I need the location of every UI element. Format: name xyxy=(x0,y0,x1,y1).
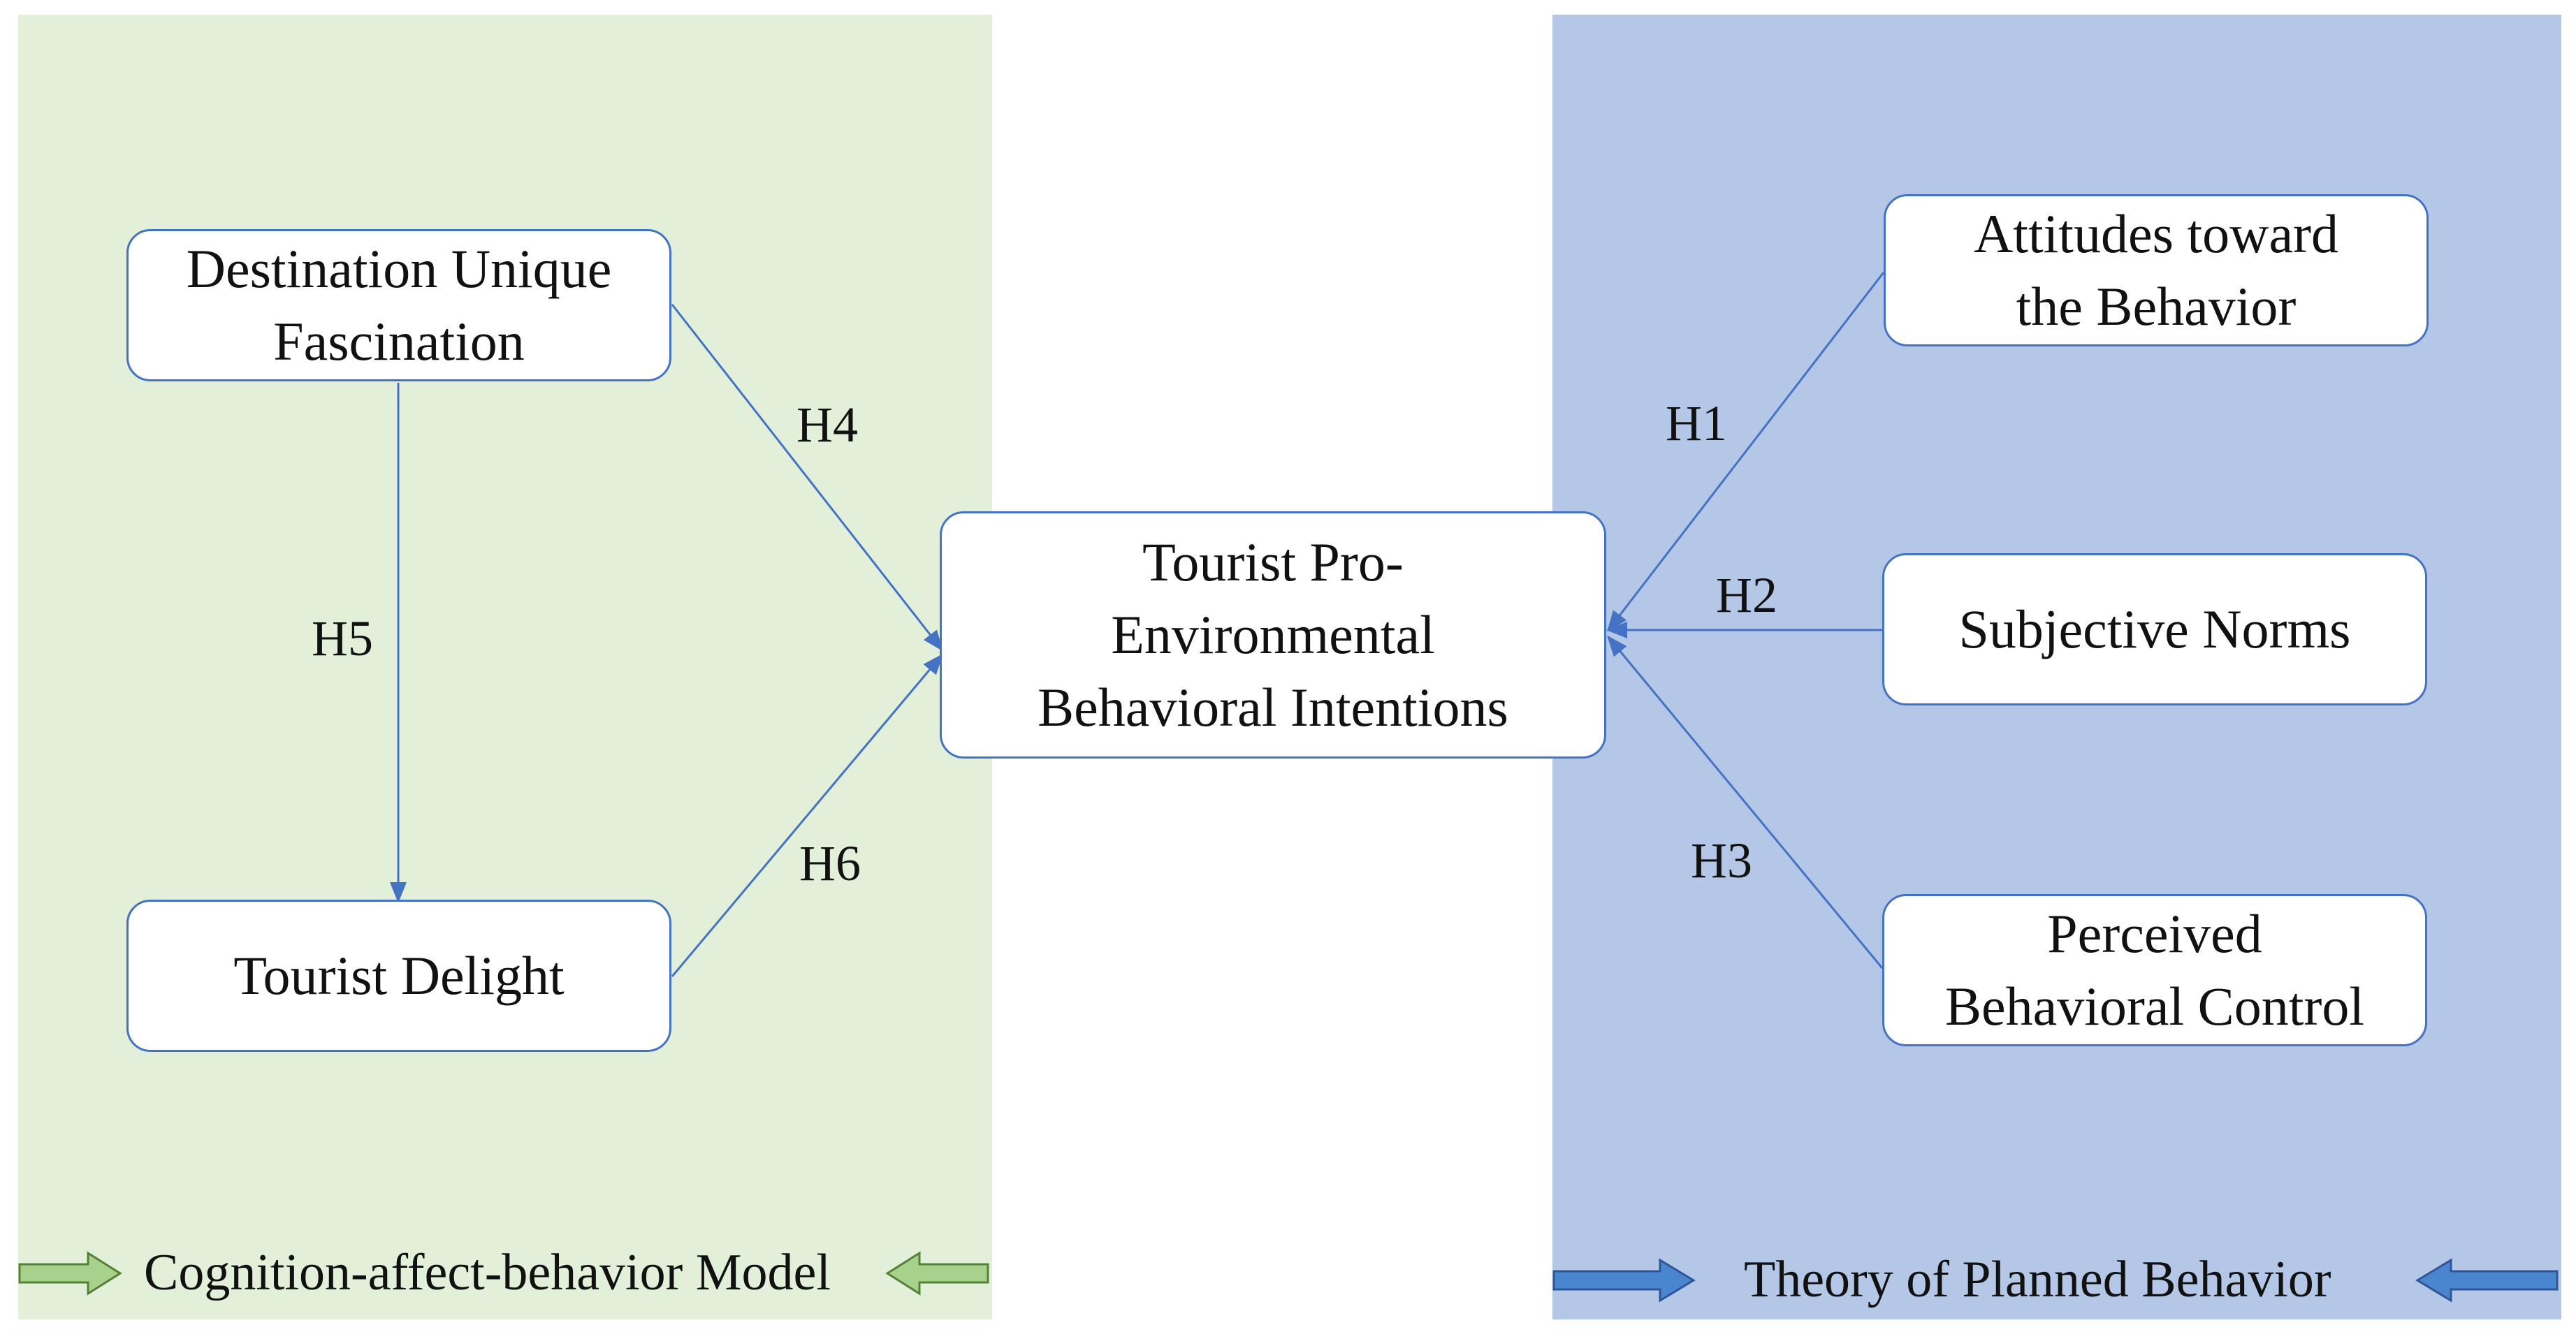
hypothesis-label-h2: H2 xyxy=(1716,567,1777,623)
cognition-affect-behavior-model-label: Cognition-affect-behavior Model xyxy=(144,1244,831,1301)
arrow-h4 xyxy=(671,304,943,652)
green-arrow-left-icon xyxy=(885,1251,989,1296)
hypothesis-label-h5: H5 xyxy=(312,610,373,666)
arrow-h3 xyxy=(1607,635,1884,969)
arrow-h6 xyxy=(671,653,943,977)
node-subjective-norms: Subjective Norms xyxy=(1882,553,2427,705)
hypothesis-label-h1: H1 xyxy=(1666,395,1727,451)
green-arrow-right-icon xyxy=(18,1251,122,1296)
node-perceived-behavioral-control: Perceived Behavioral Control xyxy=(1882,894,2427,1046)
node-destination-unique-fascination-label: Destination Unique Fascination xyxy=(186,238,612,372)
node-tourist-delight: Tourist Delight xyxy=(126,900,671,1052)
node-perceived-behavioral-control-label: Perceived Behavioral Control xyxy=(1944,903,2365,1037)
hypothesis-label-h6: H6 xyxy=(799,835,861,891)
hypothesis-label-h3: H3 xyxy=(1691,833,1752,888)
node-tourist-delight-label: Tourist Delight xyxy=(233,945,565,1006)
hypothesis-label-h4: H4 xyxy=(796,397,858,453)
node-subjective-norms-label: Subjective Norms xyxy=(1958,599,2351,659)
theory-of-planned-behavior-label: Theory of Planned Behavior xyxy=(1744,1251,2331,1308)
blue-arrow-right-icon xyxy=(1552,1258,1696,1303)
node-destination-unique-fascination: Destination Unique Fascination xyxy=(126,229,671,381)
node-attitudes-toward-behavior-label: Attitudes toward the Behavior xyxy=(1973,203,2339,337)
node-tourist-pro-environmental-intentions: Tourist Pro- Environmental Behavioral In… xyxy=(940,511,1606,759)
node-attitudes-toward-behavior: Attitudes toward the Behavior xyxy=(1884,194,2429,346)
arrow-h1 xyxy=(1607,272,1885,632)
node-tourist-pro-environmental-intentions-label: Tourist Pro- Environmental Behavioral In… xyxy=(1038,532,1508,738)
blue-arrow-left-icon xyxy=(2415,1258,2559,1303)
